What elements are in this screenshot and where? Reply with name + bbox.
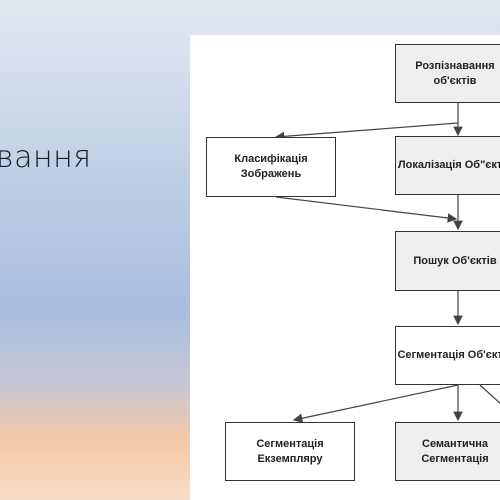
edge-recognition-classification — [274, 122, 459, 142]
edge-segmentation-instance — [292, 384, 459, 423]
node-object-detection: Пошук Об'єктів — [395, 231, 500, 291]
node-object-segmentation-label: Сегментація Об'єктів — [397, 349, 500, 362]
node-image-classification-label: Класифікація Зображень — [234, 153, 308, 180]
node-instance-segmentation-label: Сегментація Екземпляру — [256, 437, 324, 465]
node-instance-segmentation: Сегментація Екземпляру — [225, 422, 355, 481]
node-semantic-segmentation-label: Семантична Сегментація — [421, 437, 489, 465]
node-object-recognition-label: Розпізнавання об'єктів — [415, 59, 495, 87]
node-object-localization-label: Локалізація Об"єктів — [397, 159, 500, 172]
flowchart-figure: Розпізнавання об'єктів Класифікація Зобр… — [190, 35, 500, 500]
node-object-localization: Локалізація Об"єктів — [395, 136, 500, 195]
flowchart-edges — [274, 103, 500, 423]
node-semantic-segmentation: Семантична Сегментація — [395, 422, 500, 481]
node-object-detection-label: Пошук Об'єктів — [413, 254, 497, 267]
node-object-segmentation: Сегментація Об'єктів — [395, 326, 500, 385]
edge-classification-detection — [275, 196, 458, 223]
slide-title: вання — [0, 140, 92, 175]
node-image-classification: Класифікація Зображень — [206, 137, 336, 197]
node-object-recognition: Розпізнавання об'єктів — [395, 44, 500, 103]
edge-segmentation-right — [479, 384, 500, 404]
